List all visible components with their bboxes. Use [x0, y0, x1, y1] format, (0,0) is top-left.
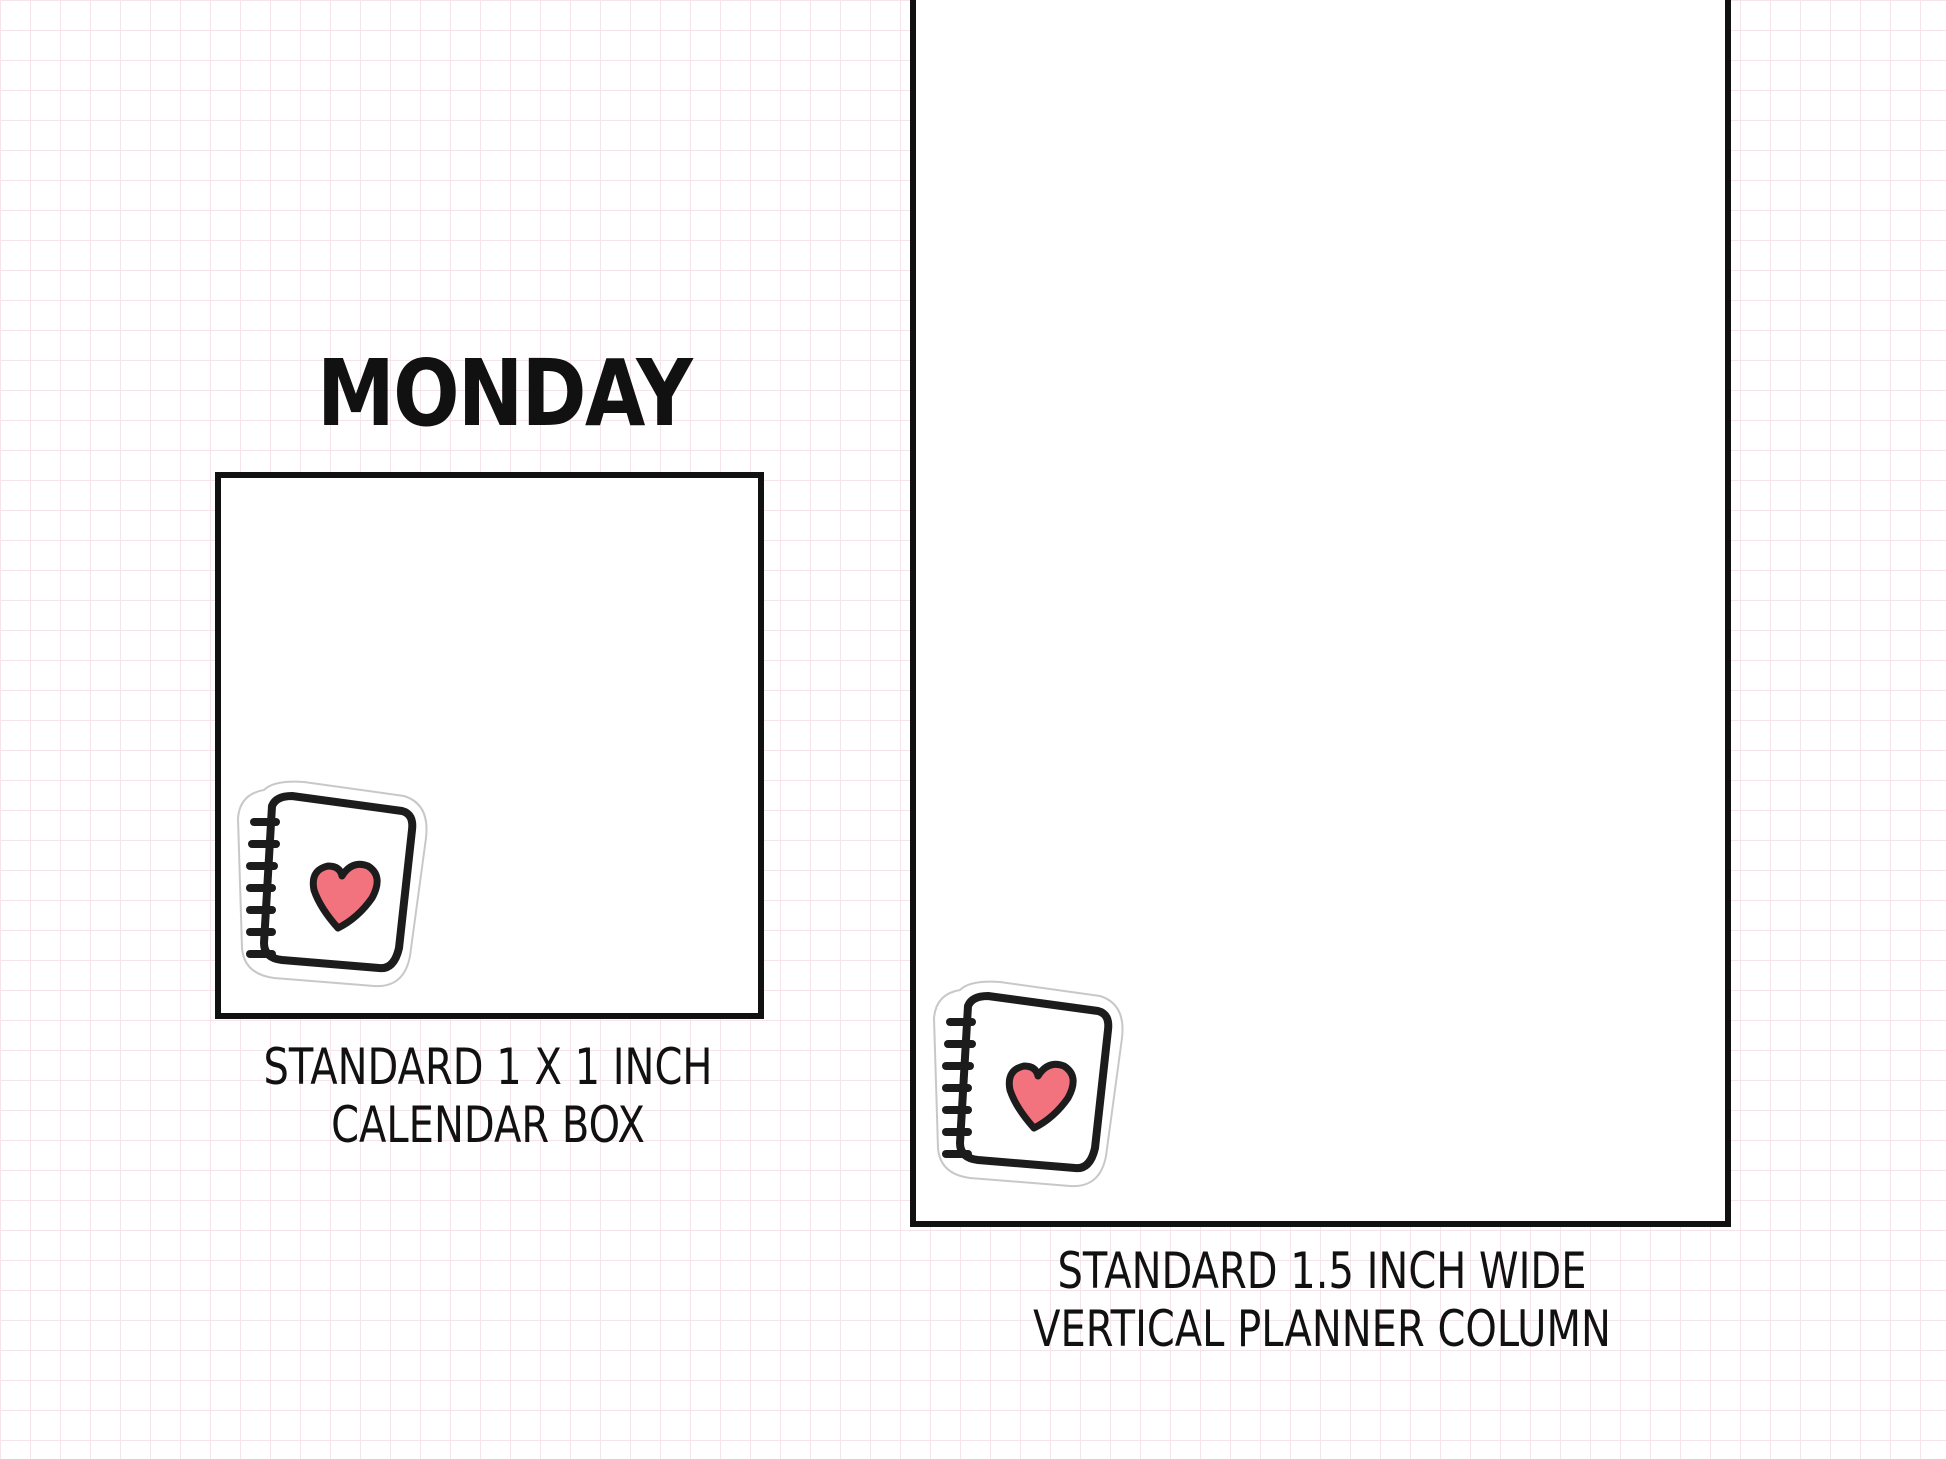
- notebook-heart-sticker-icon: [932, 980, 1124, 1188]
- planner-column-caption: STANDARD 1.5 INCH WIDE VERTICAL PLANNER …: [1002, 1242, 1642, 1358]
- caption-line: STANDARD 1.5 INCH WIDE: [1057, 1242, 1587, 1300]
- day-heading: MONDAY: [317, 340, 693, 447]
- calendar-box-caption: STANDARD 1 X 1 INCH CALENDAR BOX: [248, 1038, 728, 1154]
- caption-line: STANDARD 1 X 1 INCH: [263, 1038, 713, 1096]
- caption-line: CALENDAR BOX: [331, 1096, 645, 1154]
- notebook-heart-sticker-icon: [236, 780, 428, 988]
- caption-line: VERTICAL PLANNER COLUMN: [1033, 1300, 1611, 1358]
